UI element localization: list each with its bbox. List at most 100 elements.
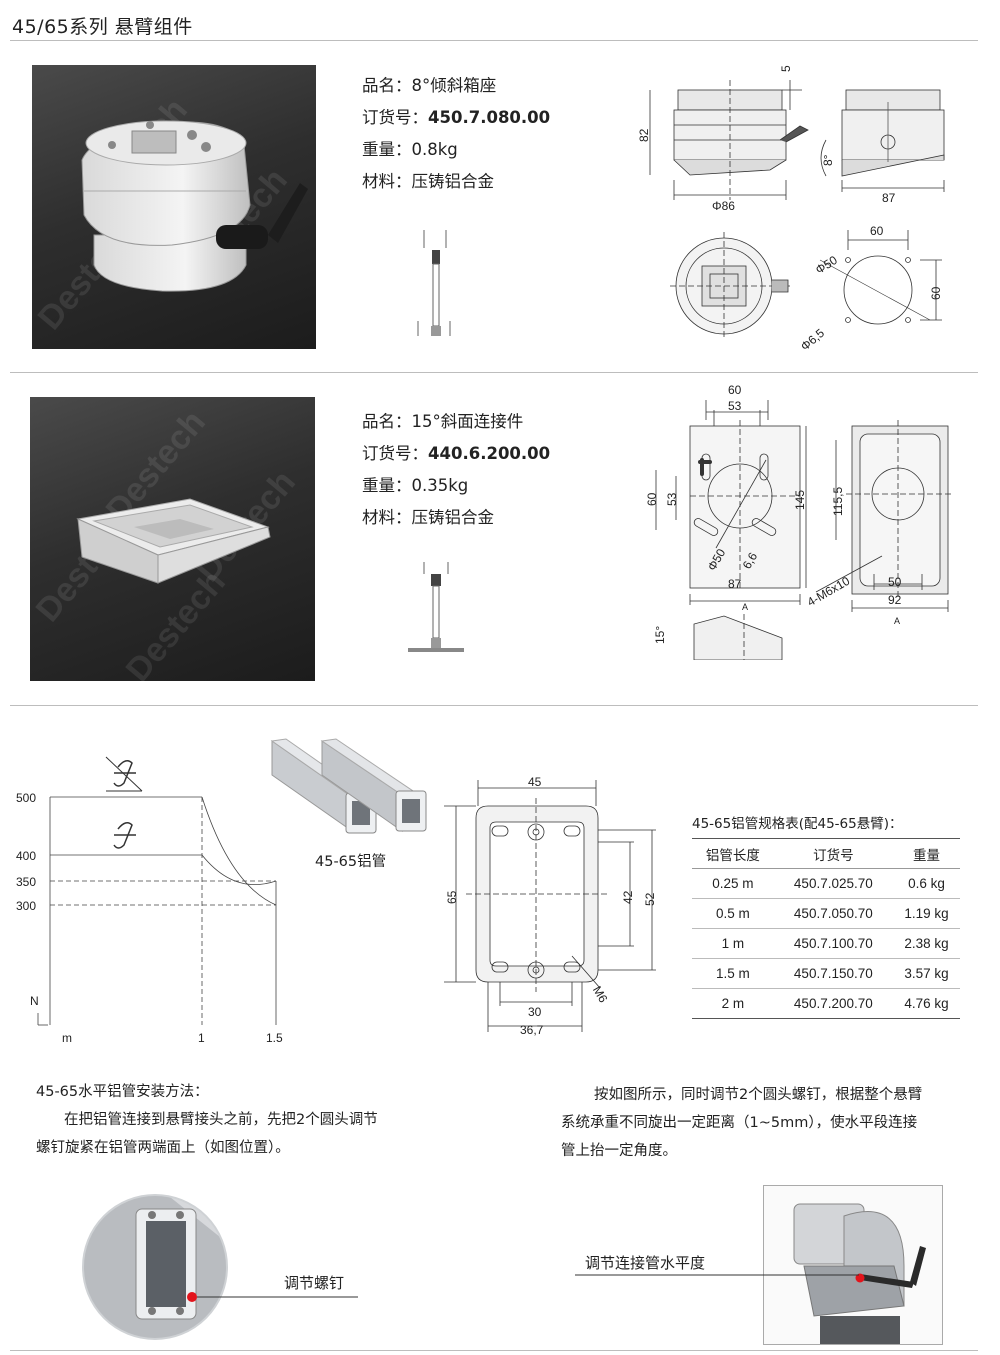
table-cell: 450.7.200.70	[773, 988, 893, 1019]
y-tick: 300	[16, 899, 36, 913]
dim-label: 15°	[653, 626, 667, 644]
dim-label: 145	[793, 490, 807, 510]
order-number-row: 订货号：440.6.200.00	[362, 438, 550, 470]
page-title: 45/65系列 悬臂组件	[12, 16, 193, 38]
technical-drawing-tilt-box: 5 82 Φ86 8° 87 60 Φ50 60 Φ6,5	[637, 65, 945, 354]
adjust-point-marker-icon	[855, 1273, 865, 1283]
dim-label: 5	[779, 65, 793, 72]
dim-label: 53	[728, 399, 742, 413]
table-cell: 450.7.050.70	[773, 898, 893, 929]
table-cell: 1 m	[692, 928, 774, 959]
divider	[10, 372, 978, 373]
install-paragraph-2-line-1: 按如图所示，同时调节2个圆头螺钉，根据整个悬臂	[594, 1087, 923, 1103]
install-paragraph-2-line-3: 管上抬一定角度。	[561, 1143, 677, 1159]
dim-label: Φ86	[712, 199, 735, 213]
dim-label: 87	[728, 577, 742, 591]
dim-label: 87	[882, 191, 896, 205]
dim-label: 30	[528, 1005, 542, 1019]
dim-label: 52	[643, 892, 657, 906]
table-cell: 3.57 kg	[892, 958, 960, 989]
dim-label: 65	[445, 890, 459, 904]
order-number: 450.7.080.00	[428, 108, 551, 127]
table-cell: 4.76 kg	[892, 988, 960, 1019]
dim-label: M6	[590, 984, 611, 1006]
install-paragraph-1-line-2: 螺钉旋紧在铝管两端面上（如图位置）。	[36, 1140, 290, 1156]
install-heading: 45-65水平铝管安装方法：	[36, 1084, 209, 1100]
callout-adjust-level: 调节连接管水平度	[585, 1254, 706, 1272]
x-axis-label: m	[62, 1031, 72, 1045]
product-photo-tilt-box: Destech Destech Destech	[32, 65, 316, 349]
product-info-1: 品名：8°倾斜箱座 订货号：450.7.080.00 重量：0.8kg 材料：压…	[362, 70, 550, 198]
dim-label: Φ50	[813, 253, 840, 277]
product-material: 材料：压铸铝合金	[362, 172, 494, 191]
table-header-row: 铝管长度 订货号 重量	[692, 838, 960, 869]
profile-cross-section-drawing: 45 65 42 52 30 36,7 M6	[444, 775, 657, 1037]
callout-leader-line	[575, 1274, 859, 1276]
aluminium-tube-illustration	[270, 738, 427, 834]
screw-marker-icon	[187, 1292, 197, 1302]
table-row: 0.25 m 450.7.025.70 0.6 kg	[692, 868, 960, 899]
table-cell: 450.7.150.70	[773, 958, 893, 989]
divider	[10, 1350, 978, 1351]
profile-symbol-crossed-icon	[105, 756, 143, 792]
spec-table: 铝管长度 订货号 重量 0.25 m 450.7.025.70 0.6 kg 0…	[692, 838, 960, 1019]
section-label: A	[742, 602, 748, 612]
table-row: 1 m 450.7.100.70 2.38 kg	[692, 928, 960, 959]
table-cell: 2.38 kg	[892, 928, 960, 959]
y-tick: 350	[16, 875, 36, 889]
dim-label: 82	[637, 128, 651, 142]
dim-label: 60	[870, 224, 884, 238]
dim-label: 60	[929, 286, 943, 300]
profile-symbol-icon	[113, 822, 136, 849]
dim-label: 36,7	[520, 1023, 544, 1037]
dim-label: 53	[665, 492, 679, 506]
divider	[10, 40, 978, 41]
product-weight: 重量：0.8kg	[362, 140, 458, 159]
dim-label: 4-M6x10	[805, 574, 853, 610]
install-paragraph-1-line-1: 在把铝管连接到悬臂接头之前，先把2个圆头调节	[64, 1112, 378, 1128]
x-tick: 1	[198, 1031, 205, 1045]
table-cell: 0.25 m	[692, 868, 774, 899]
tube-end-screw-illustration	[82, 1194, 358, 1340]
tilt-box-illustration	[81, 120, 308, 292]
table-cell: 450.7.100.70	[773, 928, 893, 959]
product-material: 材料：压铸铝合金	[362, 508, 494, 527]
dim-label: Φ6,5	[798, 326, 827, 354]
spec-table-title: 45-65铝管规格表(配45-65悬臂)：	[692, 816, 903, 832]
order-number: 440.6.200.00	[428, 444, 551, 463]
dim-label: 60	[728, 383, 742, 397]
dim-label: 60	[645, 492, 659, 506]
table-cell: 1.19 kg	[892, 898, 960, 929]
table-cell: 1.5 m	[692, 958, 774, 989]
joint-adjust-photo	[763, 1185, 943, 1345]
column-header: 重量	[892, 838, 960, 869]
table-cell: 0.5 m	[692, 898, 774, 929]
mount-pole-icon	[408, 562, 464, 652]
table-row: 1.5 m 450.7.150.70 3.57 kg	[692, 958, 960, 989]
order-number-row: 订货号：450.7.080.00	[362, 102, 550, 134]
callout-adjust-screw: 调节螺钉	[284, 1274, 345, 1292]
table-cell: 2 m	[692, 988, 774, 1019]
table-cell: 0.6 kg	[892, 868, 960, 899]
x-tick: 1.5	[266, 1031, 283, 1045]
arm-joint-illustration	[793, 1203, 926, 1344]
table-row: 2 m 450.7.200.70 4.76 kg	[692, 988, 960, 1019]
dim-label: 8°	[821, 154, 835, 166]
dim-label: 115,5	[831, 487, 845, 516]
column-header: 订货号	[773, 838, 893, 869]
table-row: 0.5 m 450.7.050.70 1.19 kg	[692, 898, 960, 929]
slope-connector-illustration	[76, 498, 271, 584]
column-header: 铝管长度	[692, 838, 774, 869]
product-name: 品名：15°斜面连接件	[362, 412, 524, 431]
product-photo-slope-connector: Destech Destech Destech Destech	[30, 397, 315, 681]
product-info-2: 品名：15°斜面连接件 订货号：440.6.200.00 重量：0.35kg 材…	[362, 406, 550, 534]
profile-caption: 45-65铝管	[315, 854, 387, 870]
dim-label: 92	[888, 593, 902, 607]
technical-drawing-slope-connector: 60 53 60 53 145 Φ50 6,6 87 115,5 4-M6x10…	[645, 383, 954, 660]
order-label: 订货号：	[362, 108, 428, 127]
divider	[10, 705, 978, 706]
y-tick: 500	[16, 791, 36, 805]
order-label: 订货号：	[362, 444, 428, 463]
product-weight: 重量：0.35kg	[362, 476, 469, 495]
section-label: A	[894, 616, 900, 626]
